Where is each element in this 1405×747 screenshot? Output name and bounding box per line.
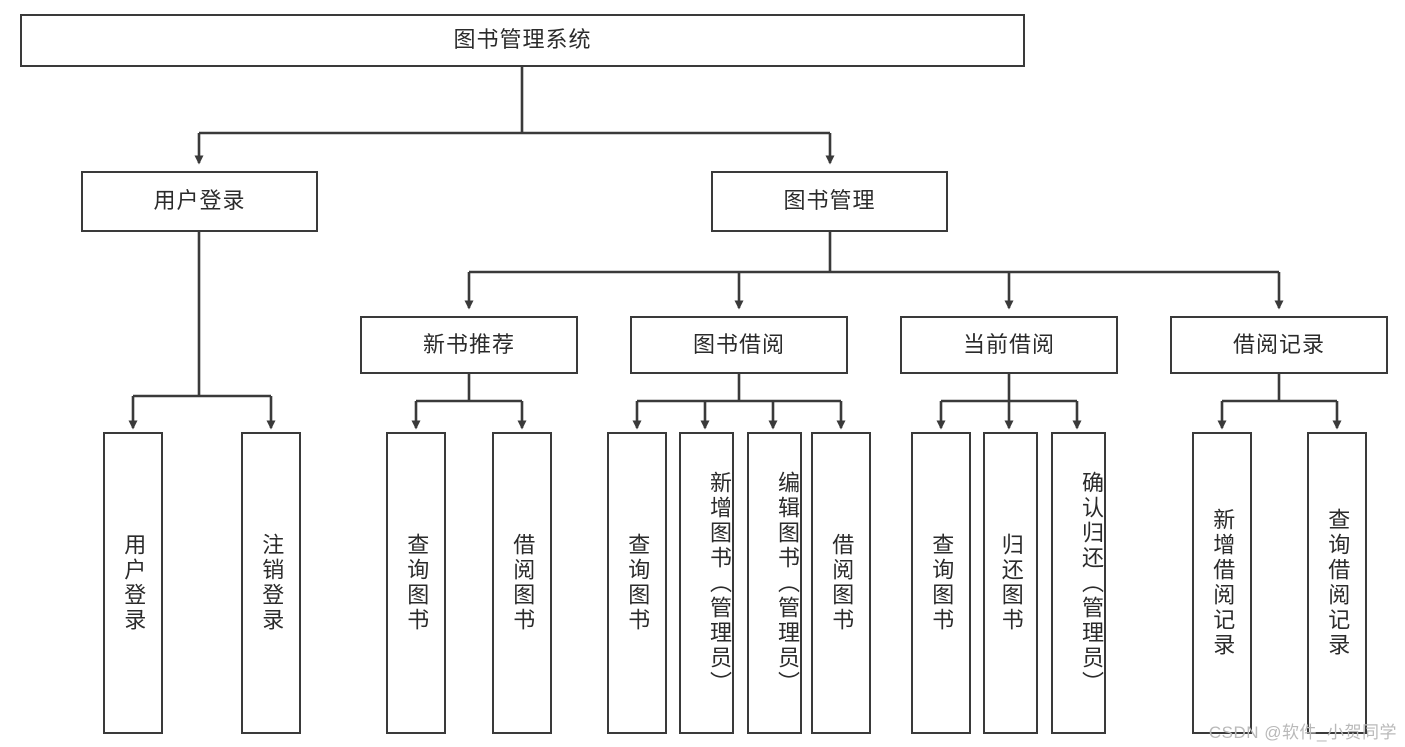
node-current-borrow[interactable]: 当前借阅: [900, 316, 1118, 374]
node-current-borrow-label: 当前借阅: [962, 331, 1055, 357]
leaf-current-borrow-return-label: 归还图书: [998, 533, 1024, 633]
node-book-management[interactable]: 图书管理: [711, 171, 948, 232]
node-book-borrow-label: 图书借阅: [692, 331, 785, 357]
node-user-login-label: 用户登录: [153, 188, 246, 214]
leaf-book-borrow-add-label: 新增图书（管理员）: [707, 470, 732, 696]
leaf-current-borrow-confirm[interactable]: 确认归还（管理员）: [1051, 432, 1106, 734]
node-book-borrow[interactable]: 图书借阅: [630, 316, 848, 374]
leaf-new-book-borrow-label: 借阅图书: [510, 533, 536, 633]
leaf-borrow-record-add[interactable]: 新增借阅记录: [1192, 432, 1252, 734]
leaf-borrow-record-query-label: 查询借阅记录: [1325, 508, 1351, 658]
node-root-label: 图书管理系统: [453, 27, 592, 53]
node-book-management-label: 图书管理: [783, 188, 876, 214]
leaf-new-book-query-label: 查询图书: [404, 533, 430, 633]
leaf-user-login-login-label: 用户登录: [121, 533, 147, 633]
leaf-current-borrow-query[interactable]: 查询图书: [911, 432, 971, 734]
leaf-book-borrow-borrow-label: 借阅图书: [829, 533, 855, 633]
node-root[interactable]: 图书管理系统: [20, 14, 1025, 67]
leaf-current-borrow-confirm-label: 确认归还（管理员）: [1079, 470, 1104, 696]
leaf-user-login-logout[interactable]: 注销登录: [241, 432, 301, 734]
leaf-new-book-query[interactable]: 查询图书: [386, 432, 446, 734]
leaf-current-borrow-return[interactable]: 归还图书: [983, 432, 1038, 734]
leaf-book-borrow-add[interactable]: 新增图书（管理员）: [679, 432, 734, 734]
leaf-current-borrow-query-label: 查询图书: [929, 533, 955, 633]
leaf-book-borrow-query[interactable]: 查询图书: [607, 432, 667, 734]
node-user-login[interactable]: 用户登录: [81, 171, 318, 232]
node-borrow-record-label: 借阅记录: [1232, 331, 1325, 357]
node-new-book-recommend[interactable]: 新书推荐: [360, 316, 578, 374]
leaf-user-login-login[interactable]: 用户登录: [103, 432, 163, 734]
node-borrow-record[interactable]: 借阅记录: [1170, 316, 1388, 374]
leaf-borrow-record-query[interactable]: 查询借阅记录: [1307, 432, 1367, 734]
leaf-book-borrow-edit[interactable]: 编辑图书（管理员）: [747, 432, 802, 734]
leaf-user-login-logout-label: 注销登录: [259, 533, 285, 633]
leaf-book-borrow-borrow[interactable]: 借阅图书: [811, 432, 871, 734]
leaf-new-book-borrow[interactable]: 借阅图书: [492, 432, 552, 734]
csdn-watermark: CSDN @软件_小贺同学: [1208, 723, 1397, 742]
node-new-book-recommend-label: 新书推荐: [422, 331, 515, 357]
leaf-book-borrow-edit-label: 编辑图书（管理员）: [775, 470, 800, 696]
leaf-book-borrow-query-label: 查询图书: [625, 533, 651, 633]
leaf-borrow-record-add-label: 新增借阅记录: [1210, 508, 1236, 658]
